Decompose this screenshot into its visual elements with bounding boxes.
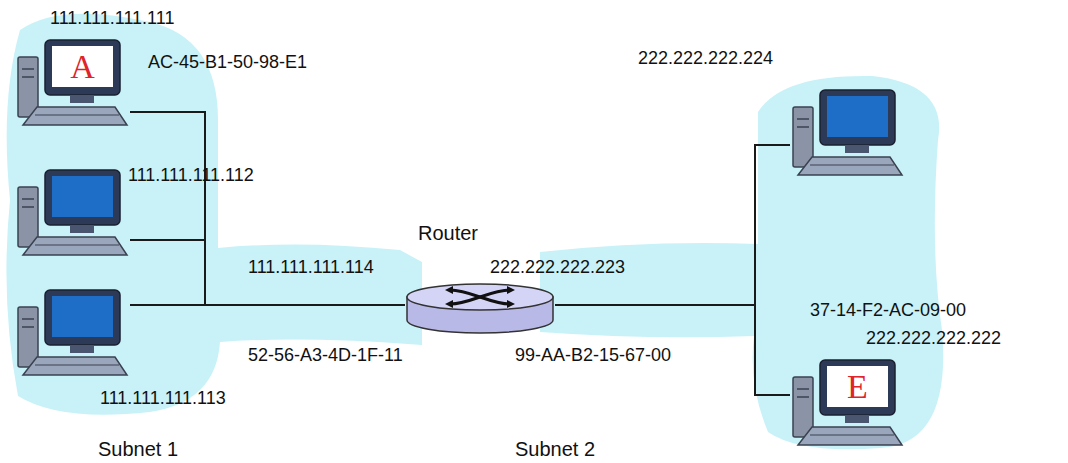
ip-address: 111.111.111.113 bbox=[100, 388, 226, 408]
router-icon bbox=[407, 284, 553, 333]
host-computer: A111.111.111.111AC-45-B1-50-98-E1 bbox=[15, 35, 130, 130]
ethernet-link bbox=[555, 145, 790, 305]
mac-address: 37-14-F2-AC-09-00 bbox=[810, 300, 966, 320]
computer-icon bbox=[793, 360, 902, 445]
subnet-region bbox=[6, 14, 422, 415]
subnet-label: Subnet 1 bbox=[98, 438, 178, 460]
host-computer: 222.222.222.224 bbox=[790, 85, 905, 180]
ip-address: 222.222.222.222 bbox=[866, 328, 1001, 348]
host-computer: E37-14-F2-AC-09-00222.222.222.222 bbox=[790, 355, 905, 450]
computer-icon bbox=[18, 40, 127, 125]
ethernet-link bbox=[130, 304, 405, 306]
computer-icon bbox=[793, 90, 902, 175]
ethernet-link bbox=[130, 240, 405, 305]
computer-icon bbox=[15, 285, 130, 380]
mac-address: 52-56-A3-4D-1F-11 bbox=[248, 345, 403, 365]
ip-address: 111.111.111.112 bbox=[128, 165, 254, 185]
router: Router111.111.111.11452-56-A3-4D-1F-1122… bbox=[405, 282, 555, 335]
host-computer: 111.111.111.113 bbox=[15, 285, 130, 380]
ip-address: 111.111.111.114 bbox=[248, 257, 374, 277]
ip-address: 222.222.222.224 bbox=[638, 48, 773, 68]
mac-address: AC-45-B1-50-98-E1 bbox=[148, 52, 307, 72]
router-icon bbox=[405, 282, 555, 335]
subnet-label: Subnet 2 bbox=[515, 438, 595, 460]
host-letter: A bbox=[52, 46, 113, 87]
computer-icon bbox=[15, 165, 130, 260]
ethernet-link bbox=[130, 112, 405, 305]
computer-icon bbox=[18, 170, 127, 255]
ip-address: 111.111.111.111 bbox=[50, 8, 174, 28]
host-computer: 111.111.111.112 bbox=[15, 165, 130, 260]
ip-address: 222.222.222.223 bbox=[490, 257, 625, 277]
computer-icon bbox=[790, 85, 905, 180]
host-letter: E bbox=[827, 366, 888, 407]
router-name: Router bbox=[418, 222, 478, 244]
mac-address: 99-AA-B2-15-67-00 bbox=[515, 345, 671, 365]
computer-icon bbox=[18, 290, 127, 375]
